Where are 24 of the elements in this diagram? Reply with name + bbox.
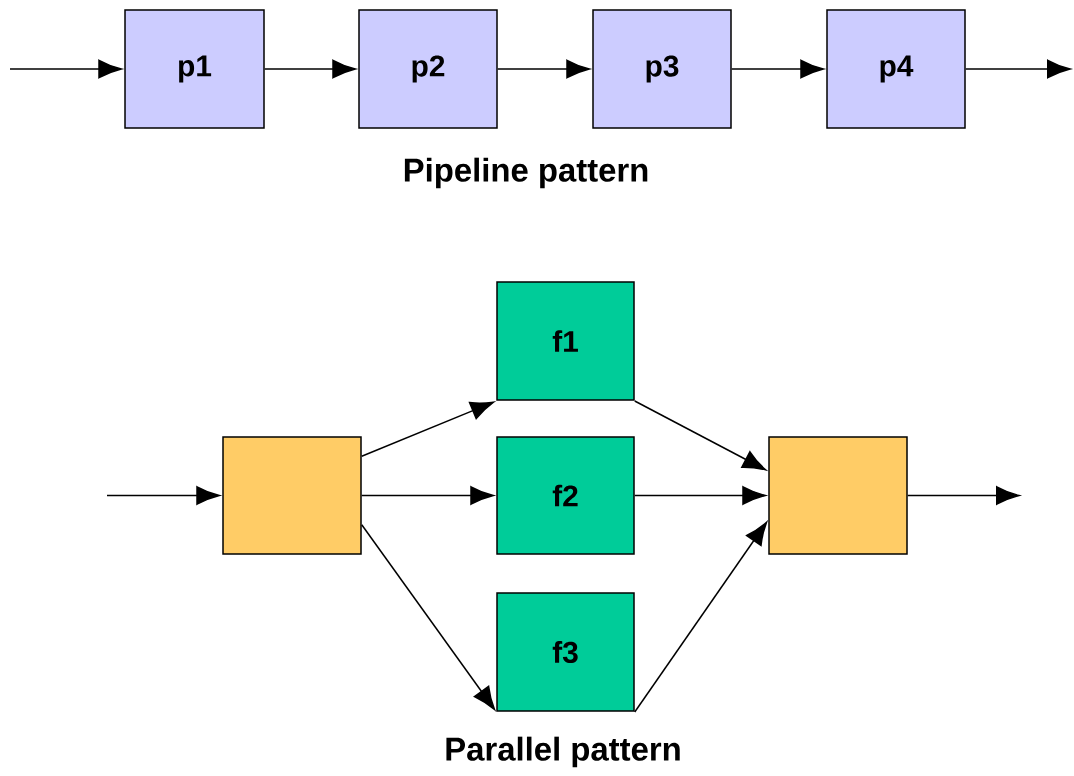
arrow xyxy=(264,59,356,79)
arrow xyxy=(634,400,767,471)
empty-box xyxy=(768,436,908,555)
arrow xyxy=(634,486,766,505)
process-box: p1 xyxy=(124,9,265,129)
process-box: p3 xyxy=(592,9,732,129)
arrow xyxy=(634,521,768,713)
arrow xyxy=(497,59,590,79)
pattern-caption: Parallel pattern xyxy=(446,736,680,768)
process-box: f3 xyxy=(496,592,635,712)
process-box: f1 xyxy=(496,281,635,401)
arrow xyxy=(361,524,496,711)
arrow xyxy=(361,401,495,457)
arrow xyxy=(361,486,494,505)
arrow xyxy=(907,486,1020,505)
arrow xyxy=(9,59,122,79)
process-box: f2 xyxy=(496,436,635,555)
process-box: p4 xyxy=(826,9,966,129)
arrow xyxy=(106,486,220,505)
pattern-caption: Pipeline pattern xyxy=(404,157,648,189)
arrow xyxy=(965,59,1071,79)
arrow xyxy=(731,59,824,79)
process-box: p2 xyxy=(358,9,498,129)
empty-box xyxy=(222,436,362,555)
